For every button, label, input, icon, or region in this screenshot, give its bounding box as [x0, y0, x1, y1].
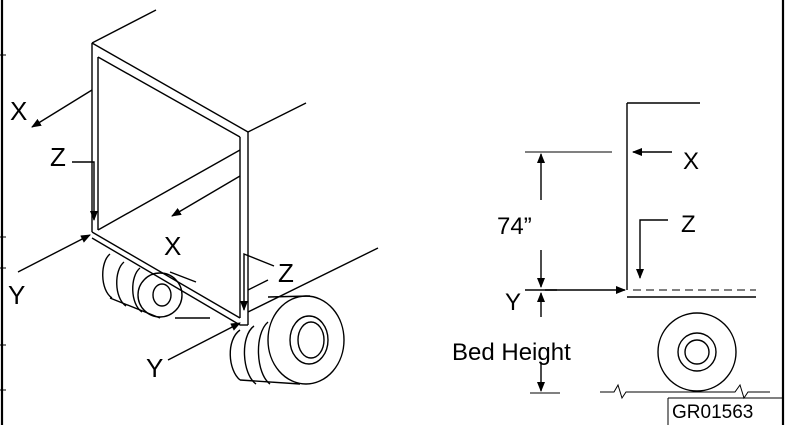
dimension-label: 74”: [497, 213, 532, 240]
label-z-right: Z: [681, 211, 696, 238]
arrow-x-outer: [31, 89, 93, 128]
arrow-z-right: [636, 219, 668, 279]
label-y-right: Y: [505, 289, 521, 316]
label-x-right: X: [683, 148, 699, 175]
left-force-arrows: [17, 89, 275, 361]
right-force-arrows: [545, 148, 672, 294]
arrow-y-inner: [167, 322, 241, 361]
rear-wheels-back: [102, 253, 210, 319]
figure-code: GR01563: [672, 402, 753, 423]
isometric-truck-body: [91, 9, 379, 326]
label-y-outer: Y: [8, 280, 25, 310]
side-elevation: [525, 102, 770, 400]
figure-code-box: GR01563: [667, 397, 783, 425]
arrow-z-outer: [72, 161, 98, 221]
label-z-outer: Z: [50, 142, 66, 172]
label-y-inner: Y: [146, 353, 163, 383]
arrow-x-inner: [171, 175, 241, 217]
arrow-z-inner: [240, 252, 275, 311]
bed-height-label: Bed Height: [452, 339, 571, 366]
arrow-y-outer: [17, 234, 91, 273]
label-z-inner: Z: [278, 258, 294, 288]
rear-wheels-front: [229, 295, 345, 385]
label-x-outer: X: [10, 96, 27, 126]
label-x-inner: X: [164, 231, 181, 261]
